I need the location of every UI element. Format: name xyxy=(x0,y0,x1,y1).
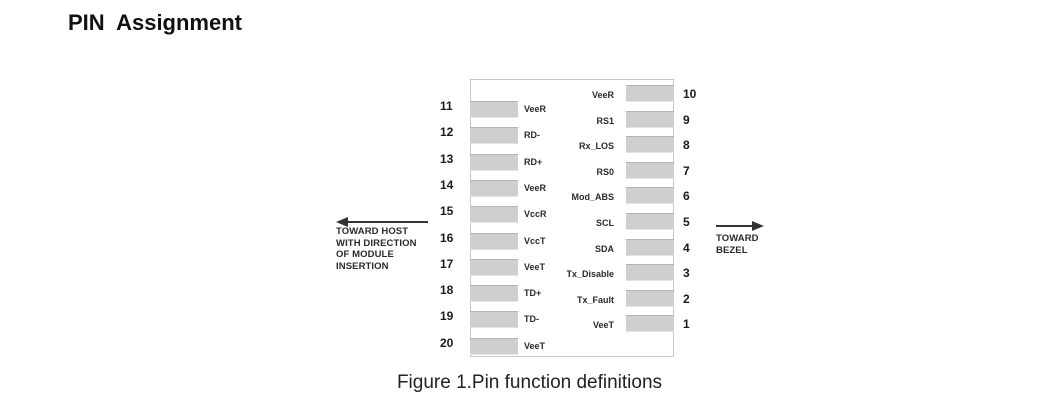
pin-pad-left xyxy=(470,232,518,250)
pin-pad-left xyxy=(470,285,518,303)
pin-number-left: 19 xyxy=(440,309,454,324)
toward-host-note: with Direction xyxy=(336,237,417,249)
pin-signal-right: Rx_LOS xyxy=(578,141,614,152)
pin-pad-left xyxy=(470,153,518,171)
toward-host-arrow xyxy=(348,221,428,223)
pin-number-right: 8 xyxy=(683,138,690,153)
pin-signal-left: RD+ xyxy=(524,156,543,167)
pin-number-left: 15 xyxy=(440,204,454,219)
toward-bezel-note: Bezel xyxy=(716,244,748,256)
toward-host-note: of Module xyxy=(336,249,394,260)
pin-number-left: 20 xyxy=(440,335,454,350)
pin-pad-right xyxy=(626,264,674,282)
pin-signal-right: Mod_ABS xyxy=(571,192,615,203)
pin-signal-right: Tx_Disable xyxy=(566,269,614,280)
pin-signal-right: Tx_Fault xyxy=(576,294,614,305)
toward-host-note: Insertion xyxy=(336,260,389,272)
pin-pad-right xyxy=(626,110,674,128)
pin-pad-right xyxy=(626,213,674,230)
pin-pad-right xyxy=(626,136,674,154)
pin-pad-left xyxy=(470,101,518,118)
page-title: PIN Assignment xyxy=(68,10,242,35)
pin-number-right: 9 xyxy=(683,112,690,127)
pin-number-left: 16 xyxy=(440,230,454,245)
pin-number-left: 13 xyxy=(440,151,454,166)
pin-signal-left: VeeT xyxy=(524,340,546,351)
pin-signal-right: SDA xyxy=(594,243,614,254)
pin-number-right: 6 xyxy=(683,189,690,204)
pin-number-right: 10 xyxy=(683,87,697,101)
pin-number-left: 18 xyxy=(440,283,454,298)
pin-number-right: 7 xyxy=(683,163,690,178)
pin-signal-right: SCL xyxy=(596,218,614,228)
pin-number-left: 12 xyxy=(440,125,454,140)
pin-pad-left xyxy=(470,337,518,355)
pin-pad-right xyxy=(626,289,674,307)
pin-pad-right xyxy=(626,161,674,179)
pin-pad-right xyxy=(626,238,674,256)
pin-signal-left: VeeR xyxy=(524,104,547,114)
pin-pad-right xyxy=(626,85,674,102)
toward-bezel-arrow xyxy=(716,225,752,227)
pin-number-left: 11 xyxy=(440,99,453,113)
pin-number-right: 5 xyxy=(683,215,690,229)
arrow-head-right-icon xyxy=(752,221,764,231)
pin-signal-right: RS1 xyxy=(596,115,614,126)
toward-host-note: Toward Host xyxy=(336,226,409,237)
figure-caption: Figure 1.Pin function definitions xyxy=(396,372,663,393)
pin-pad-right xyxy=(626,187,674,205)
pin-number-right: 3 xyxy=(683,266,690,281)
pin-pad-left xyxy=(470,127,518,145)
pin-signal-left: TD- xyxy=(524,314,539,325)
pin-pad-left xyxy=(470,258,518,276)
pin-pad-left xyxy=(470,206,518,224)
pin-signal-right: VeeT xyxy=(592,320,614,331)
pin-signal-left: VccR xyxy=(524,209,547,220)
pin-signal-left: RD- xyxy=(524,130,540,141)
pin-signal-left: TD+ xyxy=(524,288,542,299)
arrow-head-left-icon xyxy=(336,217,348,227)
pin-pad-left xyxy=(470,179,518,197)
pin-signal-right: VeeR xyxy=(591,90,614,100)
pin-signal-left: VccT xyxy=(524,235,546,246)
pin-number-left: 17 xyxy=(440,256,454,271)
pin-pad-left xyxy=(470,311,518,329)
pin-signal-left: VeeR xyxy=(524,182,547,193)
pin-pad-right xyxy=(626,315,674,333)
pin-number-right: 1 xyxy=(683,317,690,332)
pin-signal-right: RS0 xyxy=(596,166,614,177)
pin-number-right: 4 xyxy=(683,240,690,255)
pin-signal-left: VeeT xyxy=(524,261,546,272)
pin-number-right: 2 xyxy=(683,291,690,306)
toward-bezel-note: Toward xyxy=(716,233,759,244)
pin-number-left: 14 xyxy=(440,177,454,192)
